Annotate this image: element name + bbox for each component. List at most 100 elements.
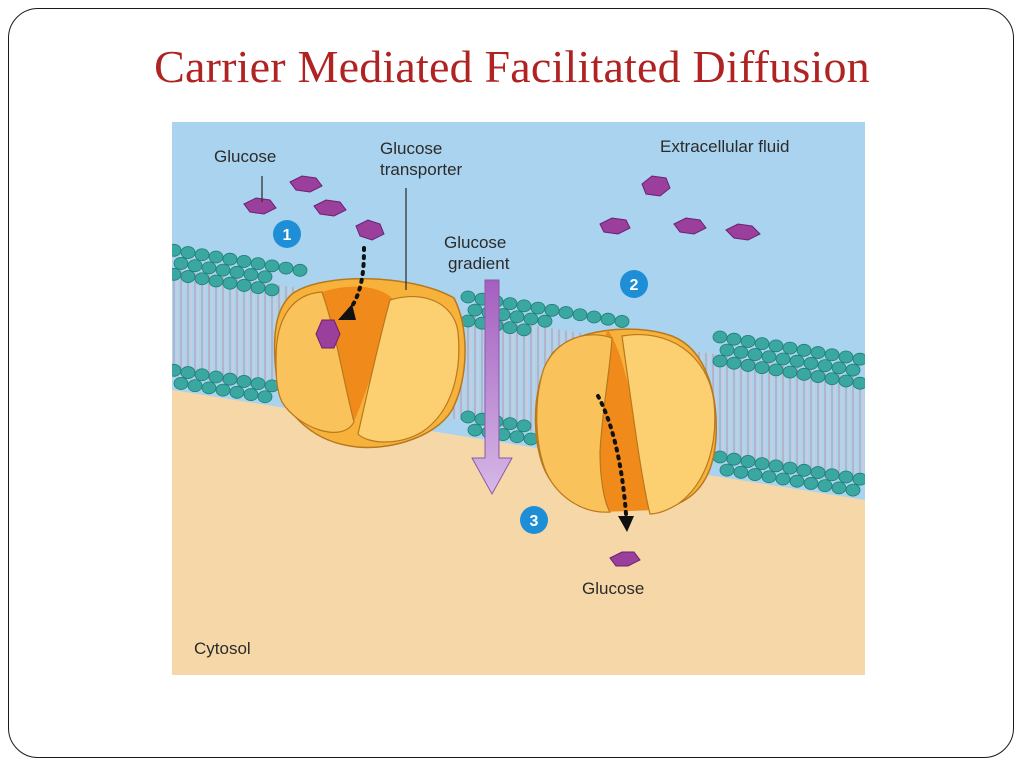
lipid-head xyxy=(172,363,182,377)
lipid-head xyxy=(845,483,861,497)
lipid-head xyxy=(789,354,805,368)
lipid-head xyxy=(187,259,203,273)
lipid-head xyxy=(460,290,476,304)
lipid-head xyxy=(257,270,273,284)
svg-text:2: 2 xyxy=(630,277,639,294)
lipid-head xyxy=(803,477,819,490)
lipid-head xyxy=(264,259,280,273)
label-transporter-line2: transporter xyxy=(380,160,463,179)
lipid-head xyxy=(215,263,231,277)
lipid-head xyxy=(600,312,616,326)
lipid-head xyxy=(250,281,266,295)
lipid-head xyxy=(796,343,812,357)
lipid-head xyxy=(250,257,266,271)
lipid-head xyxy=(719,463,735,477)
lipid-head xyxy=(782,461,798,475)
lipid-head xyxy=(768,339,784,353)
lipid-head xyxy=(831,361,847,375)
lipid-head xyxy=(243,388,259,401)
glucose-molecule xyxy=(599,217,631,235)
lipid-head xyxy=(502,417,518,431)
lipid-head xyxy=(782,341,798,355)
lipid-head xyxy=(502,321,518,335)
lipid-head xyxy=(544,303,560,317)
lipid-head xyxy=(810,346,826,359)
lipid-head xyxy=(278,261,294,275)
lipid-head xyxy=(586,310,602,324)
lipid-head xyxy=(761,470,777,484)
lipid-head xyxy=(733,345,749,359)
lipid-head xyxy=(236,255,252,268)
lipid-head xyxy=(250,377,266,391)
lipid-head xyxy=(236,375,252,388)
lipid-head xyxy=(782,365,798,379)
lipid-head xyxy=(516,299,532,313)
glucose-molecule xyxy=(641,175,671,197)
lipid-head xyxy=(172,267,182,281)
lipid-head xyxy=(194,272,210,286)
lipid-head xyxy=(754,457,770,471)
glucose-molecule xyxy=(725,223,761,241)
lipid-head xyxy=(740,335,756,348)
lipid-head xyxy=(824,372,840,386)
label-extracellular-fluid: Extracellular fluid xyxy=(660,137,789,156)
lipid-head xyxy=(754,361,770,375)
lipid-head xyxy=(817,359,833,373)
lipid-head xyxy=(775,352,791,366)
lipid-head xyxy=(726,452,742,466)
lipid-head xyxy=(194,248,210,262)
lipid-head xyxy=(817,479,833,493)
lipid-head xyxy=(838,470,854,484)
lipid-head xyxy=(747,468,763,481)
lipid-head xyxy=(852,352,865,366)
label-gradient-line2: gradient xyxy=(448,254,510,273)
lipid-head xyxy=(292,263,308,277)
lipid-head xyxy=(810,466,826,479)
lipid-head xyxy=(222,276,238,290)
lipid-head xyxy=(502,297,518,311)
lipid-head xyxy=(516,323,532,337)
lipid-head xyxy=(201,261,217,275)
lipid-head xyxy=(229,385,245,399)
glucose-transporter-open-inside xyxy=(534,328,717,515)
lipid-heads-outer xyxy=(172,243,865,390)
glucose-molecule xyxy=(313,199,347,217)
glucose-path-arrow-1 xyxy=(338,246,366,320)
lipid-head xyxy=(740,359,756,372)
glucose-molecule xyxy=(243,197,277,215)
lipid-head xyxy=(187,379,203,393)
lipid-head xyxy=(264,283,280,297)
lipid-head xyxy=(516,419,532,433)
lipid-head xyxy=(201,381,217,395)
glucose-transporter-open-outside xyxy=(273,278,466,449)
svg-text:3: 3 xyxy=(530,513,539,530)
lipid-head xyxy=(761,350,777,364)
lipid-head xyxy=(796,463,812,477)
lipid-head xyxy=(467,423,483,437)
glucose-molecule xyxy=(289,175,323,193)
lipid-head xyxy=(208,370,224,384)
glucose-molecule xyxy=(673,217,707,235)
lipid-head xyxy=(208,250,224,264)
lipid-head xyxy=(852,376,865,390)
lipid-head xyxy=(789,474,805,488)
lipid-head xyxy=(222,252,238,266)
lipid-head xyxy=(229,265,245,279)
label-glucose-extracellular: Glucose xyxy=(214,147,276,166)
glucose-molecules xyxy=(243,175,761,567)
slide-title: Carrier Mediated Facilitated Diffusion xyxy=(154,41,870,92)
lipid-head xyxy=(796,367,812,381)
lipid-head xyxy=(712,330,728,344)
lipid-head xyxy=(537,314,553,328)
lipid-head xyxy=(194,368,210,382)
glucose-path-arrow-3 xyxy=(596,394,634,532)
lipid-head xyxy=(173,257,189,270)
lipid-head xyxy=(243,268,259,281)
lipid-head xyxy=(740,455,756,468)
lipid-head xyxy=(824,348,840,362)
step-badge-3: 3 xyxy=(520,506,548,534)
lipid-head xyxy=(180,366,196,379)
lipid-head xyxy=(754,337,770,351)
step-badge-2: 2 xyxy=(620,270,648,298)
lipid-head xyxy=(733,465,749,479)
